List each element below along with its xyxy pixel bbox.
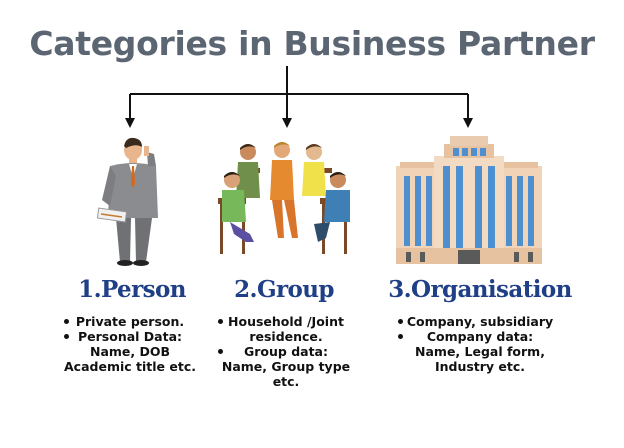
detail-line: etc. — [272, 374, 300, 389]
category-label-person: 1.Person — [78, 276, 186, 303]
detail-line: Name, Group type — [221, 359, 351, 374]
detail-line: Household /Joint — [214, 314, 358, 329]
bullet-icon — [218, 319, 223, 324]
people-group-icon — [218, 142, 350, 254]
connector-arrows — [125, 66, 473, 128]
diagram-title: Categories in Business Partner — [29, 24, 595, 63]
category-details-group: Household /Joint residence. Group data: … — [214, 314, 358, 389]
bullet-icon — [398, 319, 403, 324]
detail-line: Private person. — [60, 314, 200, 329]
detail-line: Industry etc. — [434, 359, 526, 374]
office-building-icon — [396, 136, 542, 264]
category-label-group: 2.Group — [234, 276, 334, 303]
detail-line: Company, subsidiary — [398, 314, 562, 329]
bullet-icon — [64, 319, 69, 324]
bullet-icon — [398, 334, 403, 339]
detail-line: Group data: — [214, 344, 358, 359]
detail-line: residence. — [249, 329, 323, 344]
detail-line: Name, Legal form, — [415, 344, 545, 359]
category-label-organisation: 3.Organisation — [388, 276, 572, 303]
detail-line: Personal Data: — [60, 329, 200, 344]
category-details-person: Private person. Personal Data: Name, DOB… — [60, 314, 200, 374]
detail-line: Company data: — [398, 329, 562, 344]
detail-line: Name, DOB — [89, 344, 171, 359]
detail-line: Academic title etc. — [64, 359, 196, 374]
bullet-icon — [64, 334, 69, 339]
bullet-icon — [218, 349, 223, 354]
category-details-organisation: Company, subsidiary Company data: Name, … — [398, 314, 562, 374]
businessman-on-phone-icon — [96, 137, 158, 266]
